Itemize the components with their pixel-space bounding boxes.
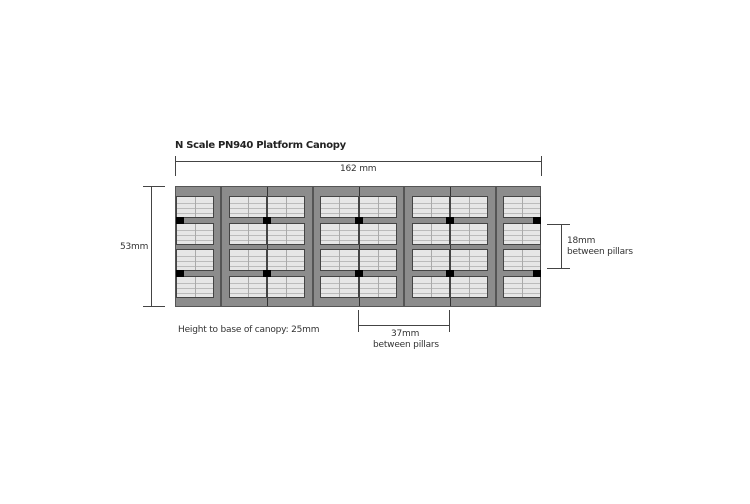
pillar-marker [533,270,541,277]
depth-tick-bottom [143,306,165,307]
pillar-marker [446,270,454,277]
glazing-panel [176,276,214,298]
glazing-panel [176,196,214,218]
pillar-marker [176,270,184,277]
diagram-title: N Scale PN940 Platform Canopy [175,140,346,151]
glazing-panel [450,196,488,218]
width-line [175,161,542,162]
depth-tick-top [143,186,165,187]
glazing-panel [450,276,488,298]
glazing-panel [359,223,397,245]
glazing-panel [320,196,359,218]
bay-divider [495,187,497,306]
depth-line [151,186,152,307]
pillar-marker [176,217,184,224]
width-tick-left [175,156,176,176]
pillar-length-caption: between pillars [373,340,439,350]
glazing-panel [359,196,397,218]
pillar-depth-tick-bottom [547,268,570,269]
glazing-panel [412,196,450,218]
glazing-panel [412,249,450,271]
glazing-panel [229,196,267,218]
pillar-depth-tick-top [547,224,570,225]
glazing-panel [503,223,541,245]
glazing-panel [503,196,541,218]
glazing-panel [412,276,450,298]
canopy-plan [175,186,541,307]
pillar-marker [533,217,541,224]
glazing-panel [320,223,359,245]
glazing-panel [267,223,305,245]
pillar-marker [355,217,363,224]
glazing-panel [229,249,267,271]
pillar-marker [446,217,454,224]
glazing-panel [450,223,488,245]
pillar-depth-label: 18mm [567,236,596,246]
pillar-depth-line [561,224,562,269]
glazing-panel [267,196,305,218]
width-tick-right [541,156,542,176]
glazing-panel [176,223,214,245]
pillar-length-tick-left [358,310,359,332]
bay-divider [450,187,451,306]
glazing-panel [267,249,305,271]
bay-divider [312,187,314,306]
pillar-length-label: 37mm [391,329,420,339]
glazing-panel [503,276,541,298]
canopy-height-note: Height to base of canopy: 25mm [178,325,320,335]
bay-divider [267,187,268,306]
bay-divider [403,187,405,306]
glazing-panel [176,249,214,271]
pillar-marker [263,270,271,277]
pillar-depth-caption: between pillars [567,247,633,257]
glazing-panel [267,276,305,298]
glazing-panel [320,249,359,271]
glazing-panel [412,223,450,245]
glazing-panel [229,223,267,245]
bay-divider [359,187,360,306]
glazing-panel [359,249,397,271]
glazing-panel [359,276,397,298]
glazing-panel [320,276,359,298]
width-label: 162 mm [340,164,377,174]
pillar-length-line [358,325,450,326]
depth-label: 53mm [120,242,149,252]
bay-divider [220,187,222,306]
pillar-marker [355,270,363,277]
glazing-panel [450,249,488,271]
pillar-marker [263,217,271,224]
glazing-panel [229,276,267,298]
pillar-length-tick-right [449,310,450,332]
glazing-panel [503,249,541,271]
